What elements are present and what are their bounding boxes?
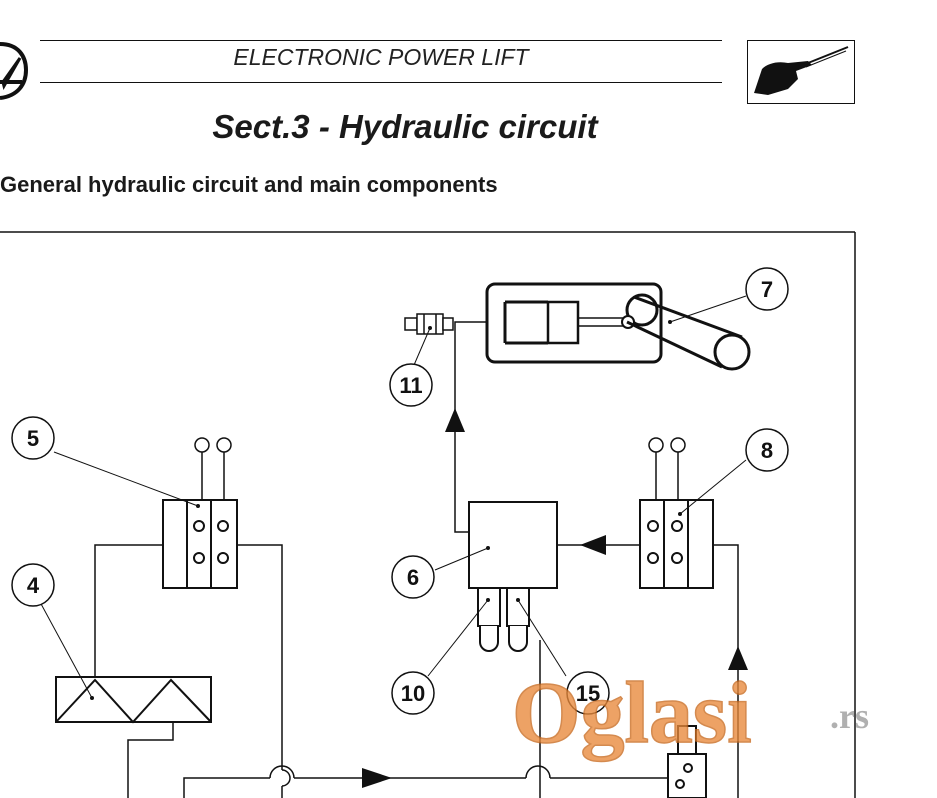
callout-6-label: 6 bbox=[407, 565, 419, 590]
brand-logo bbox=[0, 42, 29, 100]
lever-indicators bbox=[194, 437, 686, 453]
flow-arrow-right bbox=[362, 768, 392, 788]
callout-11-label: 11 bbox=[399, 373, 422, 398]
flow-arrow-up-left bbox=[445, 408, 465, 432]
pointing-hand-icon bbox=[747, 40, 855, 104]
header-title: ELECTRONIC POWER LIFT bbox=[233, 44, 529, 70]
watermark-brand: Oglasi bbox=[512, 665, 752, 762]
flow-arrows bbox=[362, 408, 748, 788]
callout-10-label: 10 bbox=[401, 681, 425, 706]
callout-8-label: 8 bbox=[761, 438, 773, 463]
callout-4-bubble bbox=[11, 563, 55, 607]
leader-dots bbox=[90, 320, 682, 700]
control-valve-8 bbox=[639, 499, 714, 589]
header-rule-top bbox=[40, 40, 722, 41]
leader-lines bbox=[39, 295, 747, 699]
lift-valve-6 bbox=[468, 501, 558, 652]
callout-10-bubble bbox=[391, 671, 435, 715]
lift-cylinder-7 bbox=[485, 282, 751, 371]
flow-arrow-up-right bbox=[728, 646, 748, 670]
callout-bubbles bbox=[11, 267, 789, 715]
pressure-sensor-11 bbox=[404, 313, 454, 335]
watermark-suffix: .rs bbox=[830, 696, 869, 736]
callout-5-label: 5 bbox=[27, 426, 39, 451]
callout-15-label: 15 bbox=[576, 681, 600, 706]
pump-unit bbox=[667, 725, 707, 798]
callout-7-label: 7 bbox=[761, 277, 773, 302]
callout-8-bubble bbox=[745, 428, 789, 472]
section-title: Sect.3 - Hydraulic circuit bbox=[212, 108, 598, 145]
callout-6-bubble bbox=[391, 555, 435, 599]
control-valve-5 bbox=[162, 499, 238, 589]
callout-15-bubble bbox=[566, 671, 610, 715]
callout-7-bubble bbox=[745, 267, 789, 311]
callout-4-label: 4 bbox=[27, 573, 40, 598]
callout-11-bubble bbox=[389, 363, 433, 407]
callout-5-bubble bbox=[11, 416, 55, 460]
diagram-frame bbox=[0, 231, 856, 798]
section-subtitle: General hydraulic circuit and main compo… bbox=[0, 172, 498, 197]
header-rule-bottom bbox=[40, 82, 722, 83]
filter-4 bbox=[55, 676, 212, 724]
flow-arrow-left bbox=[580, 535, 606, 555]
oglasi-watermark: Oglasi .rs bbox=[511, 664, 869, 763]
